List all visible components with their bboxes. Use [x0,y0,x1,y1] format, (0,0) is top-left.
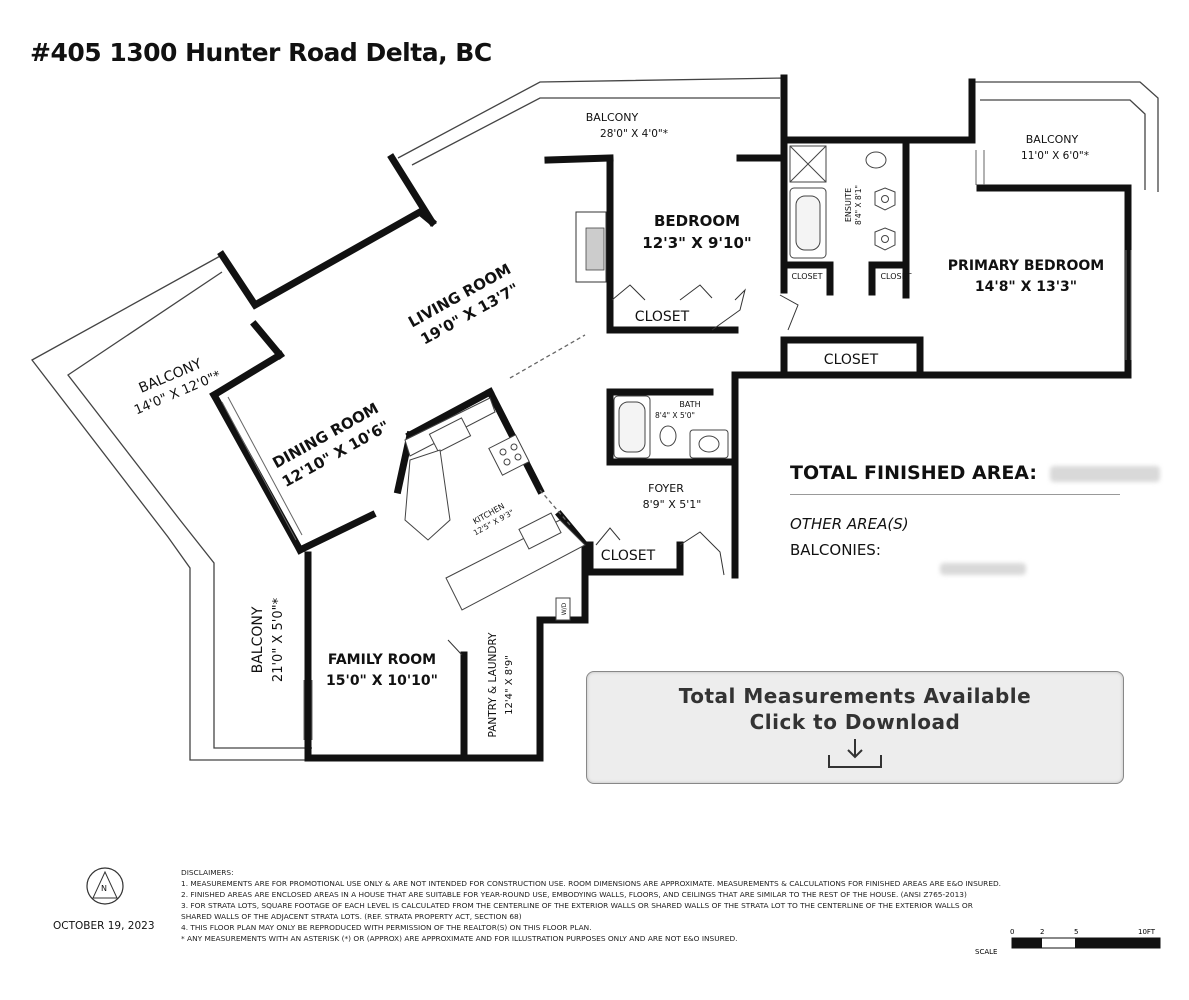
balconies-label: BALCONIES: [790,541,881,559]
disclaimer-line: 4. THIS FLOOR PLAN MAY ONLY BE REPRODUCE… [181,923,592,932]
scale-bar [1011,937,1161,949]
disclaimers: DISCLAIMERS: 1. MEASUREMENTS ARE FOR PRO… [181,867,1161,944]
balcony-bottom-name: BALCONY [250,606,266,673]
balcony-top-dims: 28'0" X 4'0"* [600,128,668,140]
download-line2: Click to Download [749,710,961,734]
ensuite-dims: 8'4" X 8'1" [854,185,863,225]
download-button[interactable]: Total Measurements Available Click to Do… [586,671,1124,784]
openings [509,334,586,526]
scale-tick: 2 [1040,928,1044,936]
balcony-top-name: BALCONY [586,111,639,124]
disclaimer-line: 1. MEASUREMENTS ARE FOR PROMOTIONAL USE … [181,879,1002,888]
closet-small: CLOSET [880,272,911,281]
redacted-value [940,562,1026,575]
compass [86,867,124,905]
balcony-outlines [31,77,1159,761]
divider [790,494,1120,495]
other-areas-label: OTHER AREA(S) [790,515,909,533]
ensuite-fixtures [789,145,896,259]
family-room-name: FAMILY ROOM [328,652,436,668]
date: OCTOBER 19, 2023 [53,920,155,932]
scale-label: SCALE [975,948,997,956]
bedroom-name: BEDROOM [654,212,740,230]
disclaimer-line: 3. FOR STRATA LOTS, SQUARE FOOTAGE OF EA… [181,901,973,910]
closet-foyer: CLOSET [601,548,656,564]
foyer-dims: 8'9" X 5'1" [643,498,702,511]
balcony-bottom-dims: 21'0" X 5'0"* [271,597,286,682]
bath-name: BATH [679,400,700,409]
scale-tick: 10FT [1138,928,1156,936]
primary-bedroom-dims: 14'8" X 13'3" [975,279,1077,295]
doors [447,284,799,656]
kitchen-fixtures [404,397,586,621]
total-area-row: TOTAL FINISHED AREA: [790,462,1160,484]
download-line1: Total Measurements Available [678,684,1032,708]
bedroom-dims: 12'3" X 9'10" [642,234,751,252]
family-room-dims: 15'0" X 10'10" [326,673,438,689]
disclaimer-line: SHARED WALLS OF THE ADJACENT STRATA LOTS… [181,912,522,921]
ensuite-name: ENSUITE [844,188,853,222]
closet-primary: CLOSET [824,352,879,368]
page-title: #405 1300 Hunter Road Delta, BC [30,38,492,67]
total-finished-area-label: TOTAL FINISHED AREA: [790,462,1037,484]
bath-dims: 8'4" X 5'0" [655,411,695,420]
wd-label: W/D [561,602,568,615]
disclaimer-line: 2. FINISHED AREAS ARE ENCLOSED AREAS IN … [181,890,967,899]
redacted-value [1049,465,1160,482]
compass-letter: N [101,884,107,893]
closet-bedroom: CLOSET [635,309,690,325]
fireplace [575,211,607,283]
scale-tick: 0 [1010,928,1014,936]
disclaimer-line: DISCLAIMERS: [181,868,234,877]
bath-fixtures [613,395,729,459]
area-panel: TOTAL FINISHED AREA: OTHER AREA(S) BALCO… [790,462,1160,577]
pantry-laundry-dims: 12'4" X 8'9" [504,655,515,715]
walls [209,74,1132,762]
balconies-row: BALCONIES: [790,541,1120,577]
windows [221,150,1132,740]
closet-small: CLOSET [791,272,822,281]
primary-bedroom-name: PRIMARY BEDROOM [948,258,1104,274]
pantry-laundry-name: PANTRY & LAUNDRY [487,632,499,738]
balcony-right-dims: 11'0" X 6'0"* [1021,150,1089,162]
disclaimer-line: * ANY MEASUREMENTS WITH AN ASTERISK (*) … [181,934,738,943]
scale-tick: 5 [1074,928,1078,936]
balcony-right-name: BALCONY [1026,133,1079,146]
download-icon [828,739,882,768]
foyer-name: FOYER [648,482,684,495]
